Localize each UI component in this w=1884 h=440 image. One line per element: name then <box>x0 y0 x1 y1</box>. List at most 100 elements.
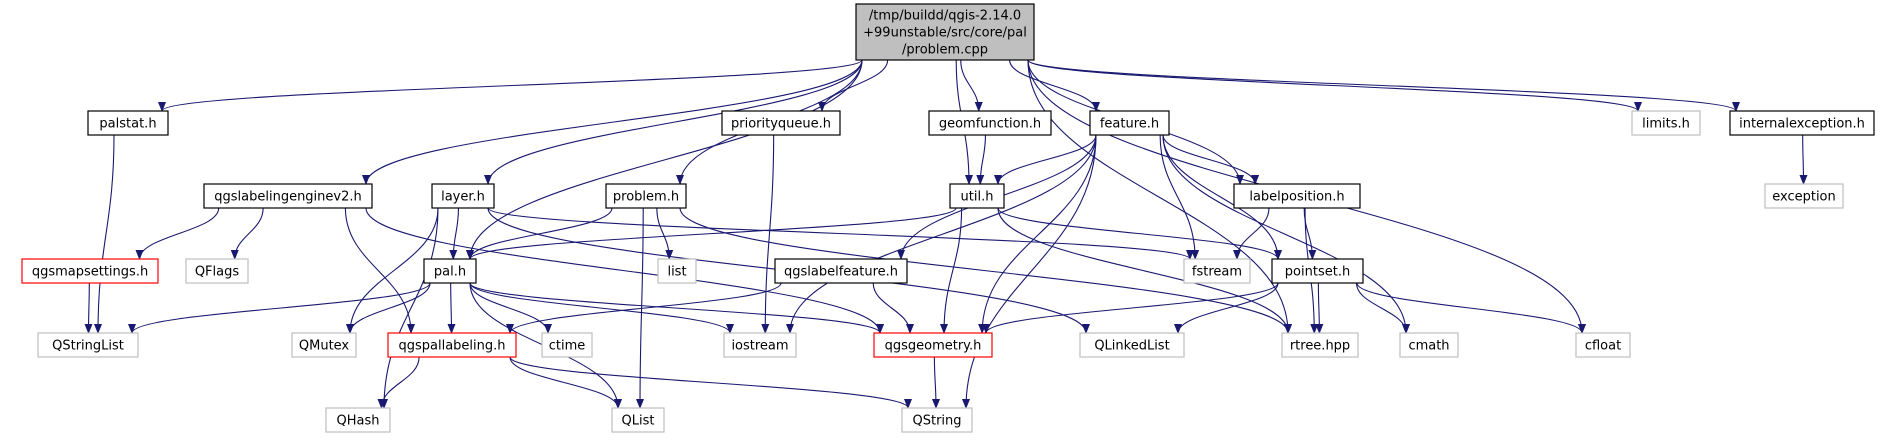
edge-feature-to-qgsgeometry <box>978 134 1097 334</box>
node-qgslabelingenginev2[interactable]: qgslabelingenginev2.h <box>203 183 373 209</box>
node-box[interactable] <box>928 110 1052 136</box>
node-labelposition[interactable]: labelposition.h <box>1233 183 1361 209</box>
node-limits[interactable]: limits.h <box>1631 110 1701 136</box>
node-qstringlist[interactable]: QStringList <box>37 332 139 358</box>
node-box[interactable] <box>774 258 908 284</box>
edge-internalexception-to-exception <box>1799 134 1808 185</box>
node-box[interactable] <box>611 407 665 433</box>
edge-feature-to-util <box>994 134 1097 185</box>
node-palstat[interactable]: palstat.h <box>87 110 169 136</box>
node-util[interactable]: util.h <box>949 183 1005 209</box>
node-priorityqueue[interactable]: priorityqueue.h <box>721 110 841 136</box>
node-box[interactable] <box>657 258 697 284</box>
node-label: fstream <box>1192 265 1242 280</box>
edge-util-to-qgsgeometry <box>940 207 963 334</box>
node-label: QFlags <box>195 265 240 280</box>
node-box[interactable] <box>873 332 993 358</box>
node-box[interactable] <box>1079 332 1185 358</box>
edge-pointset-to-cfloat <box>1356 282 1586 334</box>
node-ctime[interactable]: ctime <box>541 332 593 358</box>
node-box[interactable] <box>855 3 1035 61</box>
node-cfloat[interactable]: cfloat <box>1575 332 1631 358</box>
edge-qgspallabeling-to-qlist <box>509 356 622 409</box>
node-box[interactable] <box>291 332 357 358</box>
node-box[interactable] <box>423 258 477 284</box>
edge-qgspallabeling-to-qstring <box>509 356 912 409</box>
node-qgsmapsettings[interactable]: qgsmapsettings.h <box>21 258 159 284</box>
node-label: QHash <box>337 414 380 429</box>
node-qgspallabeling[interactable]: qgspallabeling.h <box>387 332 517 358</box>
node-exception[interactable]: exception <box>1764 183 1844 209</box>
node-label: qgsmapsettings.h <box>32 265 148 280</box>
node-box[interactable] <box>87 110 169 136</box>
node-box[interactable] <box>1729 110 1875 136</box>
node-box[interactable] <box>1575 332 1631 358</box>
edge-root-to-qgslabelingenginev2 <box>362 59 863 185</box>
node-box[interactable] <box>605 183 687 209</box>
node-box[interactable] <box>1233 183 1361 209</box>
node-label: util.h <box>961 190 994 205</box>
node-label: pal.h <box>434 265 466 280</box>
node-label: geomfunction.h <box>939 117 1041 132</box>
edge-palstat-to-qstringlist <box>94 134 115 334</box>
node-qhash[interactable]: QHash <box>325 407 391 433</box>
node-rtree[interactable]: rtree.hpp <box>1281 332 1359 358</box>
edge-util-to-pointset <box>997 207 1282 260</box>
node-box[interactable] <box>901 407 973 433</box>
node-cmath[interactable]: cmath <box>1399 332 1459 358</box>
node-box[interactable] <box>37 332 139 358</box>
node-box[interactable] <box>723 332 797 358</box>
node-internalexception[interactable]: internalexception.h <box>1729 110 1875 136</box>
node-box[interactable] <box>1631 110 1701 136</box>
node-box[interactable] <box>431 183 495 209</box>
node-label: internalexception.h <box>1739 117 1865 132</box>
node-qgslabelfeature[interactable]: qgslabelfeature.h <box>774 258 908 284</box>
node-pointset[interactable]: pointset.h <box>1271 258 1364 284</box>
node-box[interactable] <box>1281 332 1359 358</box>
node-layer[interactable]: layer.h <box>431 183 495 209</box>
edge-util-to-rtree <box>997 207 1292 334</box>
node-box[interactable] <box>1764 183 1844 209</box>
node-list[interactable]: list <box>657 258 697 284</box>
edge-layer-to-pal <box>449 207 459 260</box>
node-label: /tmp/buildd/qgis-2.14.0 <box>869 9 1021 24</box>
edge-qgslabelingenginev2-to-qgsgeometry <box>365 207 884 334</box>
node-qstring[interactable]: QString <box>901 407 973 433</box>
node-box[interactable] <box>203 183 373 209</box>
node-label: palstat.h <box>99 117 156 132</box>
node-box[interactable] <box>949 183 1005 209</box>
edge-qgslabelingenginev2-to-qgsmapsettings <box>135 207 220 260</box>
node-box[interactable] <box>721 110 841 136</box>
node-box[interactable] <box>185 258 249 284</box>
node-root[interactable]: /tmp/buildd/qgis-2.14.0+99unstable/src/c… <box>855 3 1035 61</box>
node-label: cfloat <box>1585 339 1621 354</box>
node-qgsgeometry[interactable]: qgsgeometry.h <box>873 332 993 358</box>
node-box[interactable] <box>1089 110 1170 136</box>
node-box[interactable] <box>325 407 391 433</box>
node-geomfunction[interactable]: geomfunction.h <box>928 110 1052 136</box>
edge-pal-to-ctime <box>469 282 552 334</box>
node-pal[interactable]: pal.h <box>423 258 477 284</box>
node-label: layer.h <box>441 190 485 205</box>
edge-labelposition-to-fstream <box>1233 207 1270 260</box>
node-fstream[interactable]: fstream <box>1183 258 1251 284</box>
node-box[interactable] <box>21 258 159 284</box>
edge-problem-h-to-pal <box>466 207 613 260</box>
edge-root-to-feature <box>1009 59 1100 112</box>
node-qlinkedlist[interactable]: QLinkedList <box>1079 332 1185 358</box>
node-box[interactable] <box>1271 258 1364 284</box>
node-problem-h[interactable]: problem.h <box>605 183 687 209</box>
node-qlist[interactable]: QList <box>611 407 665 433</box>
node-iostream[interactable]: iostream <box>723 332 797 358</box>
node-feature[interactable]: feature.h <box>1089 110 1170 136</box>
node-label: QString <box>912 414 961 429</box>
node-box[interactable] <box>1399 332 1459 358</box>
node-box[interactable] <box>541 332 593 358</box>
edge-feature-to-pointset <box>1162 134 1282 260</box>
edge-root-to-pal <box>466 59 863 260</box>
node-qmutex[interactable]: QMutex <box>291 332 357 358</box>
node-qflags[interactable]: QFlags <box>185 258 249 284</box>
node-box[interactable] <box>387 332 517 358</box>
node-box[interactable] <box>1183 258 1251 284</box>
